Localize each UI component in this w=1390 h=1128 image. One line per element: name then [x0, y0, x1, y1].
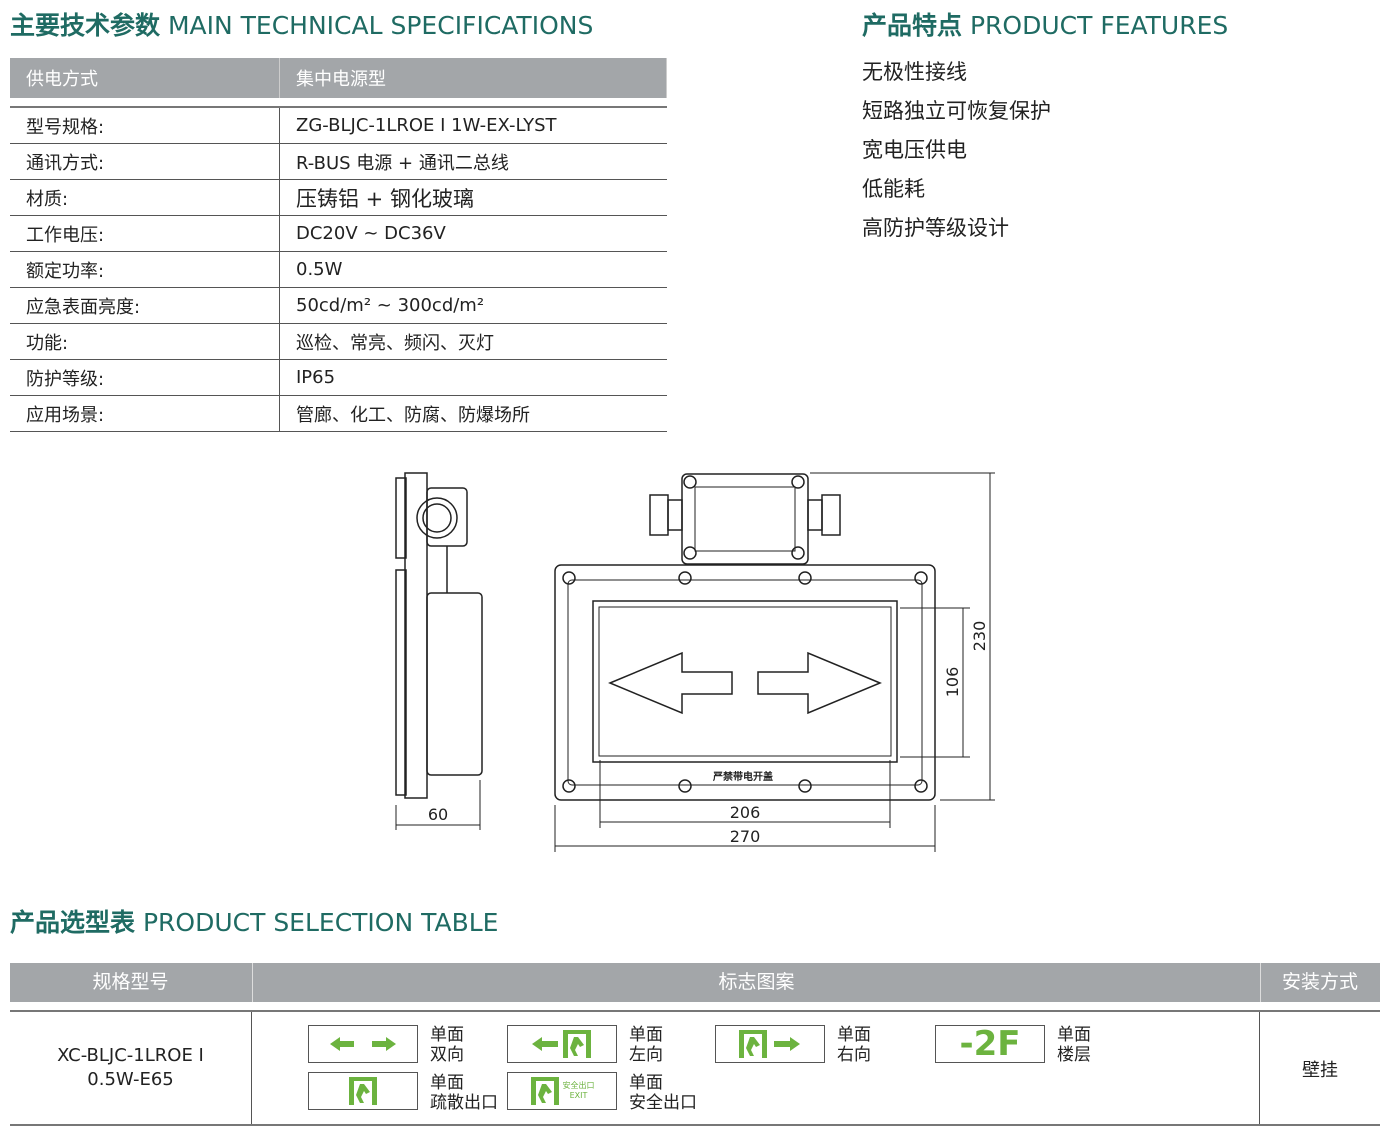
- spec-row: 功能:巡检、常亮、频闪、灭灯: [10, 323, 667, 360]
- sign-exit: [308, 1072, 418, 1110]
- spec-header-label: 供电方式: [10, 58, 280, 98]
- spec-table: 供电方式集中电源型 型号规格:ZG-BLJC-1LROE Ⅰ 1W-EX-LYS…: [10, 58, 667, 432]
- feature-item: 无极性接线: [862, 60, 967, 84]
- spec-row: 应用场景:管廊、化工、防腐、防爆场所: [10, 395, 667, 432]
- feature-item: 短路独立可恢复保护: [862, 99, 1051, 123]
- sign-right: [715, 1025, 825, 1063]
- sign-label: 单面右向: [837, 1025, 871, 1065]
- sign-label: 单面安全出口: [629, 1073, 697, 1113]
- feature-item: 高防护等级设计: [862, 216, 1009, 240]
- spec-row: 应急表面亮度:50cd/m² ~ 300cd/m²: [10, 287, 667, 324]
- spec-row: 材质:压铸铝 + 钢化玻璃: [10, 179, 667, 216]
- sign-floor: -2F: [935, 1024, 1045, 1064]
- spec-row: 工作电压:DC20V ~ DC36V: [10, 215, 667, 252]
- feature-item: 低能耗: [862, 177, 925, 201]
- spec-row: 防护等级:IP65: [10, 359, 667, 396]
- features-title: 产品特点 PRODUCT FEATURES: [862, 11, 1229, 40]
- spec-row: 通讯方式:R-BUS 电源 + 通讯二总线: [10, 143, 667, 180]
- dim-inner-height: 106: [943, 667, 962, 698]
- spec-row: 型号规格:ZG-BLJC-1LROE Ⅰ 1W-EX-LYST: [10, 107, 667, 144]
- dim-window: 206: [730, 803, 761, 822]
- dim-height: 230: [970, 621, 989, 652]
- sign-label: 单面双向: [430, 1025, 464, 1065]
- selection-title: 产品选型表 PRODUCT SELECTION TABLE: [10, 908, 499, 937]
- dim-width: 270: [730, 827, 761, 846]
- spec-row: 额定功率:0.5W: [10, 251, 667, 288]
- sign-label: 单面疏散出口: [430, 1073, 498, 1113]
- sign-double-arrow: [308, 1025, 418, 1063]
- double-arrow-icon: [330, 1037, 396, 1051]
- mount-cell: 壁挂: [1302, 1060, 1338, 1081]
- front-view: [554, 473, 936, 801]
- side-view: [395, 472, 483, 830]
- spec-header-value: 集中电源型: [279, 58, 667, 98]
- sign-label: 单面左向: [629, 1025, 663, 1065]
- sign-label: 单面楼层: [1057, 1025, 1091, 1065]
- right-arrow-exit-icon: [739, 1030, 800, 1058]
- specs-title: 主要技术参数 MAIN TECHNICAL SPECIFICATIONS: [10, 11, 594, 40]
- dimension-lines: [554, 472, 995, 852]
- sign-left: [507, 1025, 617, 1063]
- exit-runner-icon: [530, 1077, 559, 1105]
- selection-header: 规格型号 标志图案 安装方式: [10, 963, 1380, 1002]
- feature-item: 宽电压供电: [862, 138, 967, 162]
- dim-depth: 60: [428, 805, 448, 824]
- technical-drawing: 60 206 270 106 230 严禁带电开盖: [395, 472, 995, 852]
- warning-label: 严禁带电开盖: [712, 770, 773, 783]
- left-arrow-exit-icon: [532, 1030, 591, 1058]
- exit-runner-icon: [349, 1077, 377, 1105]
